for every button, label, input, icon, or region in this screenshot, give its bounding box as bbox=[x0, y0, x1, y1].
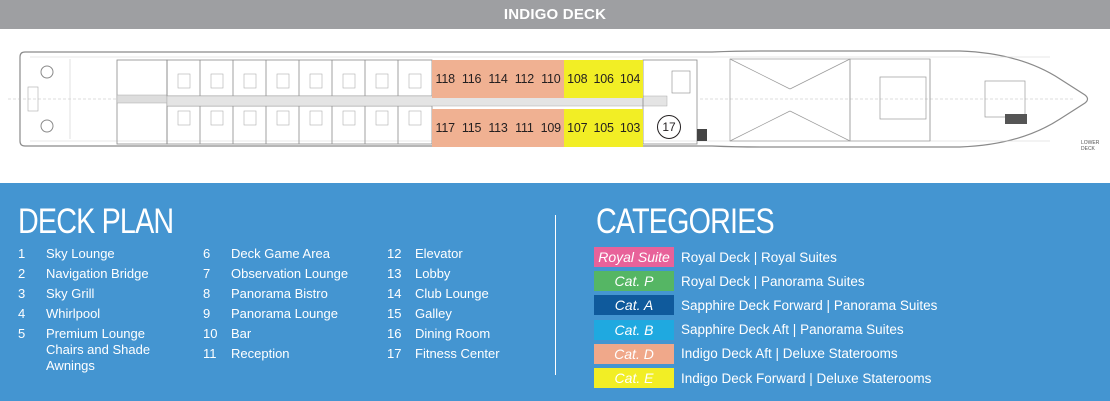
deck-plan-item-number: 2 bbox=[18, 266, 26, 281]
deck-plan-item-6: 6 Deck Game Area bbox=[203, 246, 330, 262]
cabin-103: 103 bbox=[616, 109, 644, 147]
cabin-107: 107 bbox=[564, 109, 591, 147]
deck-plan-item-12: 12 Elevator bbox=[387, 246, 463, 262]
fitness-center-marker: 17 bbox=[657, 115, 681, 139]
lower-deck-label: LOWER DECK bbox=[1081, 140, 1100, 152]
cabin-109: 109 bbox=[537, 109, 564, 147]
deck-plan-item-label: Reception bbox=[231, 346, 290, 361]
category-description: Indigo Deck Forward | Deluxe Staterooms bbox=[681, 370, 932, 386]
deck-plan-item-label: Whirlpool bbox=[46, 306, 101, 321]
deck-plan-item-2: 2 Navigation Bridge bbox=[18, 266, 149, 282]
deck-plan-item-14: 14 Club Lounge bbox=[387, 286, 489, 302]
deck-plan-item-number: 8 bbox=[203, 286, 211, 301]
deck-plan-item-15: 15 Galley bbox=[387, 306, 452, 322]
deck-plan-item-label: Club Lounge bbox=[415, 286, 489, 301]
category-swatch: Cat. E bbox=[594, 368, 674, 388]
cabin-117: 117 bbox=[432, 109, 459, 147]
cabin-105: 105 bbox=[590, 109, 617, 147]
category-swatch: Cat. P bbox=[594, 271, 674, 292]
cabin-108: 108 bbox=[564, 60, 591, 98]
category-swatch: Cat. D bbox=[594, 343, 674, 364]
deck-plan-item-3: 3 Sky Grill bbox=[18, 286, 94, 302]
deck-plan-item-number: 12 bbox=[387, 246, 402, 261]
deck-plan-item-number: 14 bbox=[387, 286, 402, 301]
deck-plan-item-label: Galley bbox=[415, 306, 452, 321]
deck-plan-item-number: 7 bbox=[203, 266, 211, 281]
cabin-114: 114 bbox=[484, 60, 512, 98]
category-row: Royal Suite Royal Deck | Royal Suites bbox=[594, 247, 837, 267]
cabin-106: 106 bbox=[590, 60, 617, 98]
legend-divider bbox=[555, 215, 556, 375]
ship-outline bbox=[8, 50, 1089, 148]
category-description: Indigo Deck Aft | Deluxe Staterooms bbox=[681, 346, 898, 362]
deck-plan-item-label: Deck Game Area bbox=[231, 246, 330, 261]
deck-plan-item-number: 5 bbox=[18, 326, 26, 341]
deck-plan-item-label: Navigation Bridge bbox=[46, 266, 149, 281]
deck-plan-item-label: Sky Grill bbox=[46, 286, 95, 301]
deck-plan-item-number: 9 bbox=[203, 306, 211, 321]
cabin-111: 111 bbox=[511, 109, 538, 147]
category-description: Royal Deck | Royal Suites bbox=[681, 249, 837, 265]
legend-panel: DECK PLAN 1 Sky Lounge 2 Navigation Bridge 3… bbox=[0, 183, 1110, 401]
deck-plan-item-label: Observation Lounge bbox=[231, 266, 349, 281]
deck-plan-item-number: 6 bbox=[203, 246, 211, 261]
deck-plan-title: DECK PLAN bbox=[18, 202, 174, 241]
deck-plan-item-number: 11 bbox=[203, 346, 217, 361]
cabin-112: 112 bbox=[511, 60, 538, 98]
deck-plan-item-17: 17 Fitness Center bbox=[387, 346, 500, 362]
deck-plan-item-number: 17 bbox=[387, 346, 402, 361]
category-description: Royal Deck | Panorama Suites bbox=[681, 273, 865, 289]
category-swatch: Royal Suite bbox=[594, 247, 674, 267]
deck-plan-item-number: 1 bbox=[18, 246, 26, 261]
deck-plan-item-13: 13 Lobby bbox=[387, 266, 450, 282]
cabin-118: 118 bbox=[432, 60, 459, 98]
category-row: Cat. D Indigo Deck Aft | Deluxe Stateroom… bbox=[594, 343, 898, 364]
deck-plan-item-7: 7 Observation Lounge bbox=[203, 266, 348, 282]
deck-plan-item-label: Panorama Bistro bbox=[231, 286, 328, 301]
category-swatch: Cat. A bbox=[594, 295, 674, 316]
categories-title: CATEGORIES bbox=[596, 202, 775, 241]
cabin-104: 104 bbox=[616, 60, 644, 98]
deck-plan-item-4: 4 Whirlpool bbox=[18, 306, 100, 322]
deck-plan-item-1: 1 Sky Lounge bbox=[18, 246, 115, 262]
category-row: Cat. B Sapphire Deck Aft | Panorama Suite… bbox=[594, 319, 904, 340]
cabin-115: 115 bbox=[458, 109, 485, 147]
category-swatch: Cat. B bbox=[594, 319, 674, 340]
deck-plan-item-label: Bar bbox=[231, 326, 252, 341]
category-row: Cat. A Sapphire Deck Forward | Panorama S… bbox=[594, 295, 938, 316]
deck-plan-item-label: Lobby bbox=[415, 266, 451, 281]
deck-plan-item-number: 16 bbox=[387, 326, 402, 341]
deck-plan-item-8: 8 Panorama Bistro bbox=[203, 286, 328, 302]
cabin-113: 113 bbox=[484, 109, 512, 147]
deck-plan-item-label: Fitness Center bbox=[415, 346, 500, 361]
deck-header: INDIGO DECK bbox=[0, 0, 1110, 29]
deck-plan-item-number: 4 bbox=[18, 306, 26, 321]
deck-plan-item-number: 3 bbox=[18, 286, 26, 301]
deck-plan-item-label: Sky Lounge bbox=[46, 246, 115, 261]
deck-plan-item-label: Dining Room bbox=[415, 326, 491, 341]
deck-title: INDIGO DECK bbox=[503, 6, 607, 23]
deck-plan-item-11: 11 Reception bbox=[203, 346, 290, 362]
cabin-110: 110 bbox=[537, 60, 564, 98]
deck-plan-item-9: 9 Panorama Lounge bbox=[203, 306, 338, 322]
category-row: Cat. E Indigo Deck Forward | Deluxe State… bbox=[594, 368, 931, 388]
cabin-116: 116 bbox=[458, 60, 485, 98]
deck-plan-item-label: Panorama Lounge bbox=[231, 306, 338, 321]
deck-plan-item-10: 10 Bar bbox=[203, 326, 251, 342]
deck-plan-item-number: 15 bbox=[387, 306, 402, 321]
deck-plan-item-number: 13 bbox=[387, 266, 402, 281]
category-description: Sapphire Deck Forward | Panorama Suites bbox=[681, 297, 938, 313]
deck-plan-item-16: 16 Dining Room bbox=[387, 326, 490, 342]
category-description: Sapphire Deck Aft | Panorama Suites bbox=[681, 322, 904, 338]
category-row: Cat. P Royal Deck | Panorama Suites bbox=[594, 271, 865, 292]
deck-plan-item-number: 10 bbox=[203, 326, 218, 341]
deck-plan-item-label: Elevator bbox=[415, 246, 463, 261]
